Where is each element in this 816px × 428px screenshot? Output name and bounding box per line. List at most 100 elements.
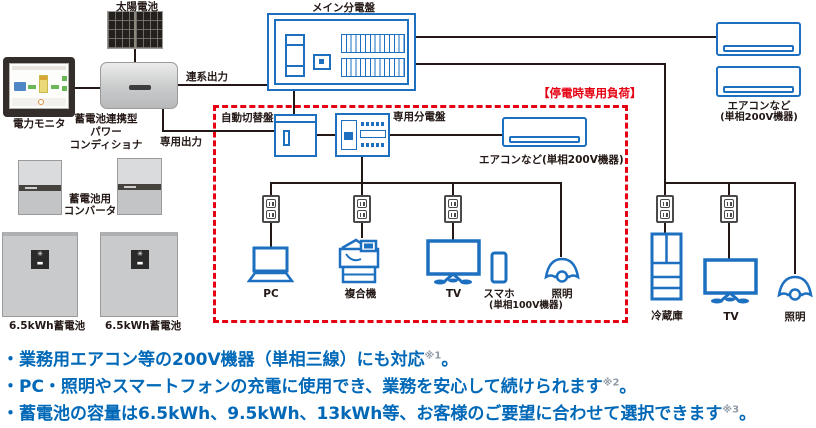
dedicated-board-bar [360, 130, 386, 138]
battery-unit-right: ✳▬ [100, 232, 178, 317]
laptop-icon [247, 246, 294, 284]
monitor-bottom-strip [12, 98, 66, 106]
note-ref: ※2 [602, 377, 620, 389]
converter-stripe [19, 185, 61, 191]
power-conditioner-vent [129, 85, 151, 90]
monitor-graphic-tile [62, 86, 67, 91]
wire [75, 87, 100, 89]
note-text: ・業務用エアコン等の200V機器（単相三線）にも対応 [2, 350, 425, 370]
auto-transfer-switch [274, 114, 317, 157]
battery-converter-label-line1: 蓄電池用 [69, 193, 111, 205]
solar-panel [107, 11, 163, 49]
aircon-right-label: エアコンなど (単相200V機器) [703, 100, 815, 124]
wire [270, 182, 562, 184]
refrigerator-icon [650, 232, 683, 301]
main-board-label: メイン分電盤 [312, 2, 375, 14]
aircon-backup-unit [502, 117, 587, 147]
smartphone-icon [490, 251, 508, 284]
aircon-vent [509, 136, 580, 143]
wire [389, 134, 503, 136]
monitor-header-bar [12, 66, 66, 70]
dedicated-distribution-board [335, 113, 390, 157]
wire [415, 36, 717, 38]
outlet [353, 195, 371, 223]
monitor-graphic-device [14, 82, 26, 91]
dedicated-output-label: 専用出力 [160, 136, 202, 148]
monitor-graphic-arrow [51, 85, 59, 89]
wire [728, 183, 730, 196]
breaker-row [341, 34, 405, 53]
note-line-2: ・PC・照明やスマートフォンの充電に使用でき、業務を安心して続けられます※2。 [2, 372, 636, 397]
wire [270, 183, 272, 196]
smartphone-label: スマホ [483, 288, 515, 300]
aircon-vent [723, 45, 794, 52]
converter-stripe [118, 184, 161, 190]
wire [162, 108, 164, 132]
power-monitor-label: 電力モニタ [13, 118, 66, 130]
tv-icon [426, 239, 481, 285]
note-ref: ※1 [424, 350, 442, 362]
note-line-3: ・蓄電池の容量は6.5kWh、9.5kWh、13kWh等、お客様のご要望に合わせ… [2, 399, 756, 424]
printer-icon [337, 237, 382, 284]
battery-logo: ✳▬ [131, 250, 149, 269]
outlet [720, 195, 738, 223]
sub-breaker-switch [313, 54, 331, 70]
wire [452, 222, 454, 240]
power-conditioner-label-line1: 蓄電池連携型 [74, 113, 138, 125]
battery-right-label: 6.5kWh蓄電池 [105, 320, 182, 332]
sub-breaker-dot [319, 59, 324, 64]
wire [361, 222, 363, 238]
transfer-switch-handle [283, 130, 290, 146]
backup-load-title: 【停電時専用負荷】 [538, 86, 642, 100]
note-period: 。 [441, 350, 459, 370]
wire [664, 182, 796, 184]
note-period: 。 [739, 404, 757, 424]
transfer-switch-label: 自動切替盤 [221, 112, 274, 124]
outlet [656, 195, 674, 223]
battery-left-label: 6.5kWh蓄電池 [9, 320, 86, 332]
wire [134, 49, 136, 63]
monitor-graphic-arrow [28, 85, 36, 89]
wire [415, 63, 666, 65]
refrigerator-label: 冷蔵庫 [651, 310, 683, 322]
power-monitor-screen [9, 63, 69, 109]
battery-converter-label: 蓄電池用 コンバータ [63, 193, 117, 217]
aircon-backup-label: エアコンなど(単相200V機器) [479, 154, 624, 166]
wire [317, 134, 336, 136]
note-text: ・蓄電池の容量は6.5kWh、9.5kWh、13kWh等、お客様のご要望に合わせ… [2, 404, 723, 424]
wire [178, 84, 268, 86]
outlet [262, 195, 280, 223]
monitor-gauge [38, 99, 44, 105]
note-period: 。 [619, 377, 637, 397]
note-text: ・PC・照明やスマートフォンの充電に使用でき、業務を安心して続けられます [2, 377, 603, 397]
wire [794, 183, 796, 274]
wire [293, 91, 295, 116]
converter-stripe-mark [124, 186, 136, 188]
battery-logo: ✳▬ [31, 250, 49, 269]
aircon-right-label-line2: (単相200V機器) [720, 112, 798, 123]
dedicated-board-dots [361, 143, 384, 147]
ceiling-light-icon [544, 255, 580, 285]
battery-unit-left: ✳▬ [2, 232, 78, 317]
main-breaker [285, 34, 305, 77]
wire [361, 183, 363, 196]
monitor-graphic-battery-cap [40, 76, 47, 80]
aircon-right-label-line1: エアコンなど [727, 100, 791, 112]
tv-icon [703, 258, 758, 304]
battery-converter-right [117, 158, 162, 215]
battery-converter-label-line2: コンバータ [63, 205, 117, 217]
note-ref: ※3 [722, 404, 740, 416]
monitor-graphic-battery [39, 75, 48, 93]
wire [270, 222, 272, 247]
wire [560, 183, 562, 257]
wire [162, 130, 276, 132]
printer-label: 複合機 [344, 288, 377, 300]
power-conditioner [100, 62, 178, 109]
solar-panel-label: 太陽電池 [116, 1, 158, 13]
main-distribution-board [267, 13, 416, 91]
wire [452, 183, 454, 196]
dedicated-board-label: 専用分電盤 [393, 111, 446, 123]
smartphone-note-label: (単相100V機器) [489, 300, 563, 311]
dedicated-board-dots [361, 122, 384, 126]
main-board-inner-frame [274, 19, 409, 85]
